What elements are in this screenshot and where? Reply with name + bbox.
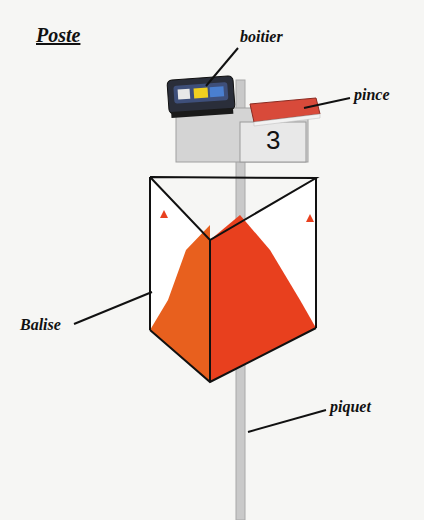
part-label: Balise xyxy=(20,316,61,334)
leader-lines xyxy=(74,48,350,432)
part-label: piquet xyxy=(330,398,371,416)
control-number: 3 xyxy=(266,126,280,155)
flag-outline xyxy=(150,177,316,382)
part-label: pince xyxy=(354,86,390,104)
title: Poste xyxy=(36,24,80,46)
part-label: boitier xyxy=(240,28,283,46)
electronic-box xyxy=(167,76,235,119)
number-plate xyxy=(240,122,306,162)
